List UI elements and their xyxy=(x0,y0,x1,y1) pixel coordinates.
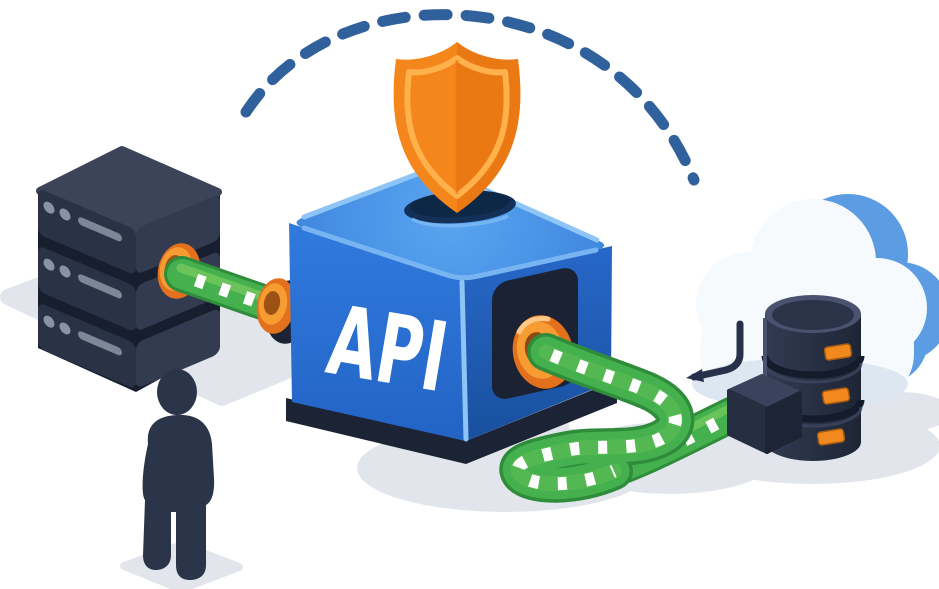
security-shield-icon xyxy=(393,42,521,213)
protection-arc-icon xyxy=(240,9,700,186)
person-head xyxy=(157,369,197,415)
server-unit xyxy=(38,190,220,274)
server-led xyxy=(43,315,55,328)
pipe-connector-ring xyxy=(256,278,296,334)
server-slot xyxy=(78,331,122,356)
server-slot xyxy=(78,274,122,299)
data-pipe-left xyxy=(157,243,311,344)
pipe-data-dashes xyxy=(193,273,267,311)
db-connector-box xyxy=(727,374,802,454)
server-led xyxy=(59,265,71,278)
data-pipe-loop xyxy=(499,333,695,503)
cube-base xyxy=(286,380,617,464)
shield-inner-border xyxy=(404,55,510,199)
api-label: API xyxy=(320,284,455,414)
database-indicators xyxy=(816,343,853,446)
server-led xyxy=(43,258,55,271)
server-slot xyxy=(78,217,122,242)
person-body xyxy=(142,414,215,580)
cloud-wire xyxy=(686,320,744,382)
server-led xyxy=(59,208,71,221)
user-silhouette-icon xyxy=(142,369,215,580)
cube-front-face xyxy=(289,223,466,441)
server-led xyxy=(59,322,71,335)
pipe-data-dashes xyxy=(511,349,682,491)
server-unit xyxy=(38,304,220,388)
server-led xyxy=(43,201,55,214)
api-cube: API xyxy=(286,167,617,464)
